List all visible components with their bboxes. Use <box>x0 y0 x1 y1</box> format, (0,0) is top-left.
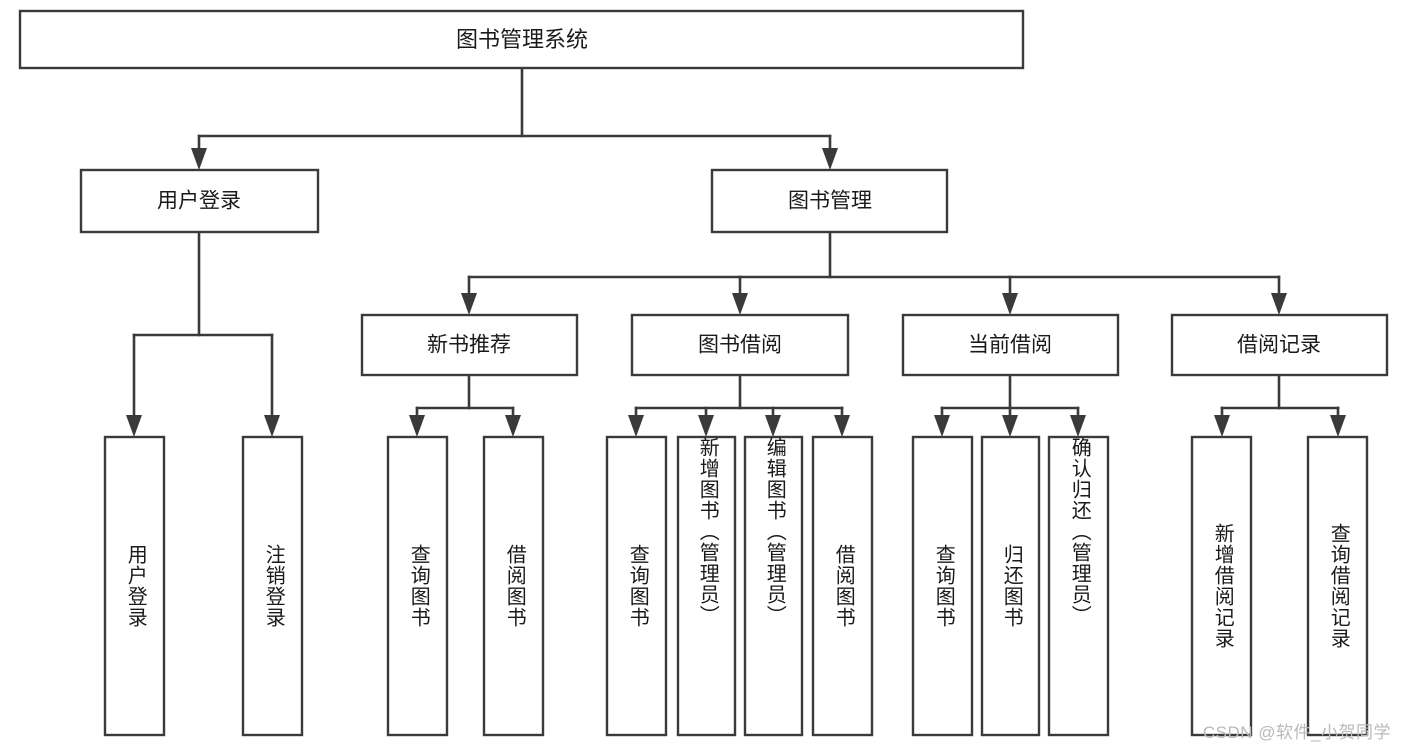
connector-group-new-book-recommend-to-leaves <box>409 373 521 437</box>
node-book-borrow-label: 图书借阅 <box>698 334 782 357</box>
arrow-head-leaf-query-book-1 <box>409 415 425 437</box>
arrow-head-new-book-recommend <box>461 293 477 315</box>
connector-group-root-to-level2 <box>191 66 838 170</box>
arrow-head-leaf-confirm-return <box>1070 415 1086 437</box>
leaf-query-book-1-box[interactable] <box>386 435 449 737</box>
node-book-borrow-box[interactable] <box>630 313 850 377</box>
node-current-borrow[interactable]: 当前借阅 <box>901 313 1120 377</box>
connector-group-book-management-to-level3 <box>461 230 1287 315</box>
arrow-head-leaf-borrow-book-1 <box>505 415 521 437</box>
leaf-return-book-box[interactable] <box>980 435 1041 737</box>
arrow-head-leaf-query-record <box>1330 415 1346 437</box>
arrow-head-user-login <box>191 148 207 170</box>
node-new-book-recommend-box[interactable] <box>360 313 579 377</box>
leaf-confirm-return-box[interactable] <box>1047 435 1110 737</box>
leaf-query-record-box[interactable] <box>1306 435 1369 737</box>
arrow-head-leaf-edit-book <box>765 415 781 437</box>
node-borrow-record-box[interactable] <box>1170 313 1389 377</box>
arrow-head-leaf-borrow-book-2 <box>834 415 850 437</box>
node-book-borrow[interactable]: 图书借阅 <box>630 313 850 377</box>
node-root-box[interactable] <box>18 9 1025 70</box>
node-borrow-record[interactable]: 借阅记录 <box>1170 313 1389 377</box>
arrow-head-book-management <box>822 148 838 170</box>
leaf-query-book-2-box[interactable] <box>605 435 668 737</box>
leaf-add-record-box[interactable] <box>1190 435 1253 737</box>
leaf-boxes-group <box>103 435 1369 737</box>
arrow-head-leaf-add-record <box>1214 415 1230 437</box>
leaf-add-book-box[interactable] <box>676 435 737 737</box>
node-current-borrow-box[interactable] <box>901 313 1120 377</box>
node-new-book-recommend[interactable]: 新书推荐 <box>360 313 579 377</box>
node-current-borrow-label: 当前借阅 <box>968 334 1052 357</box>
node-root[interactable]: 图书管理系统 <box>18 9 1025 70</box>
arrow-head-book-borrow <box>732 293 748 315</box>
arrow-head-leaf-query-book-3 <box>934 415 950 437</box>
node-borrow-record-label: 借阅记录 <box>1237 334 1321 357</box>
watermark-text: CSDN @软件_小贺同学 <box>1202 723 1391 742</box>
arrow-head-leaf-logout-login <box>264 415 280 437</box>
arrow-head-leaf-return-book <box>1002 415 1018 437</box>
arrow-head-leaf-query-book-2 <box>628 415 644 437</box>
connector-group-book-borrow-to-leaves <box>628 373 850 437</box>
arrow-head-leaf-add-book <box>698 415 714 437</box>
arrow-head-current-borrow <box>1002 293 1018 315</box>
node-user-login-label: 用户登录 <box>157 190 241 213</box>
connector-group-current-borrow-to-leaves <box>934 373 1086 437</box>
node-book-management-label: 图书管理 <box>788 190 872 213</box>
connector-group-user-login-to-leaves <box>126 230 280 437</box>
node-user-login-box[interactable] <box>79 168 320 234</box>
arrow-head-borrow-record <box>1271 293 1287 315</box>
connector-group-borrow-record-to-leaves <box>1214 373 1346 437</box>
leaf-user-login-box[interactable] <box>103 435 166 737</box>
arrow-head-leaf-user-login <box>126 415 142 437</box>
leaf-logout-login-box[interactable] <box>241 435 304 737</box>
node-book-management[interactable]: 图书管理 <box>710 168 949 234</box>
node-book-management-box[interactable] <box>710 168 949 234</box>
leaf-edit-book-box[interactable] <box>743 435 804 737</box>
leaf-borrow-book-2-box[interactable] <box>811 435 874 737</box>
leaf-query-book-3-box[interactable] <box>911 435 974 737</box>
node-root-label: 图书管理系统 <box>456 27 588 52</box>
leaf-borrow-book-1-box[interactable] <box>482 435 545 737</box>
node-user-login[interactable]: 用户登录 <box>79 168 320 234</box>
node-new-book-recommend-label: 新书推荐 <box>427 334 511 357</box>
